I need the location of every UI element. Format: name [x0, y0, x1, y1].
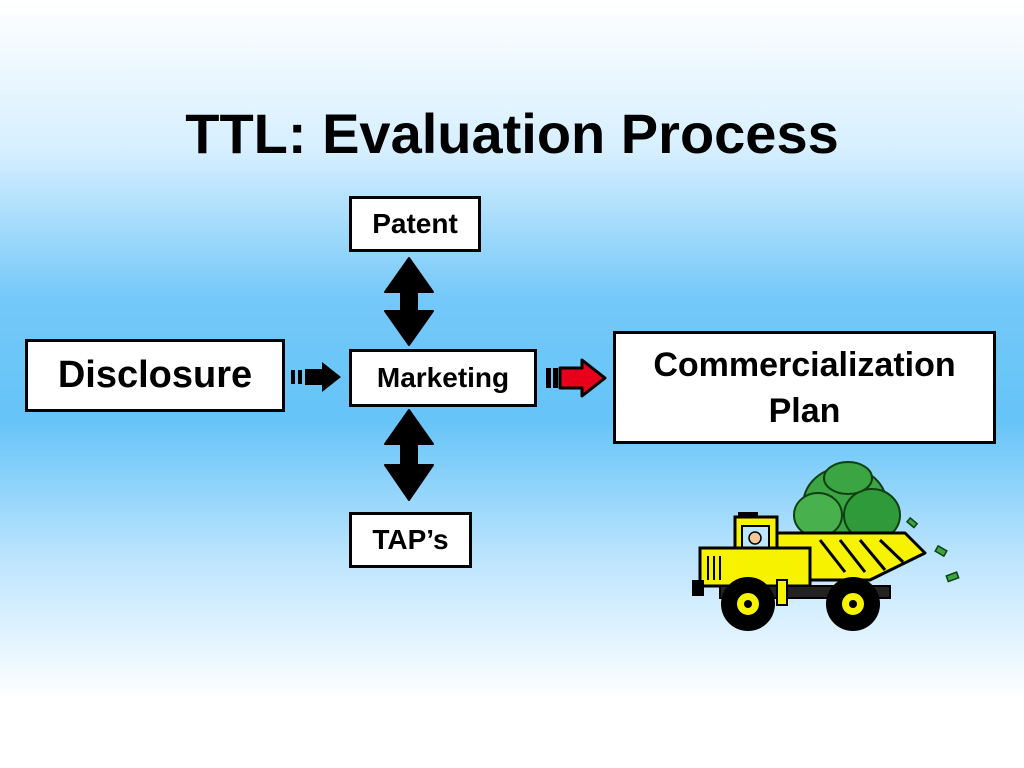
truck-wheels	[721, 577, 880, 631]
arrow-marketing-commercialization-icon	[546, 358, 607, 398]
marketing-label: Marketing	[376, 362, 510, 393]
commercialization-label-line2: Plan	[768, 391, 841, 430]
arrow-disclosure-marketing-icon	[291, 362, 341, 392]
taps-box: TAP’s	[349, 512, 472, 568]
patent-box: Patent	[349, 196, 481, 252]
slide-title: TTL: Evaluation Process	[185, 102, 839, 165]
double-arrow-patent-marketing-icon	[384, 257, 434, 346]
taps-label: TAP’s	[372, 524, 449, 555]
double-arrow-marketing-taps-icon	[384, 409, 434, 501]
commercialization-label-line1: Commercialization	[653, 345, 956, 384]
commercialization-plan-box: Commercialization Plan	[613, 331, 996, 444]
marketing-box: Marketing	[349, 349, 537, 407]
disclosure-label: Disclosure	[57, 354, 253, 396]
disclosure-box: Disclosure	[25, 339, 285, 412]
patent-label: Patent	[372, 208, 458, 239]
